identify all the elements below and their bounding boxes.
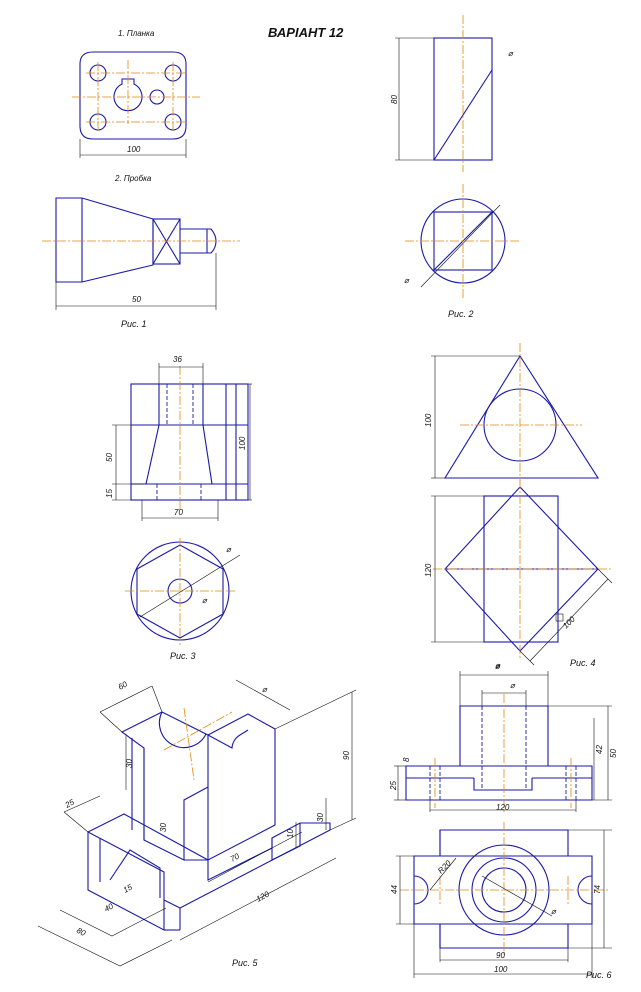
dim-label: 70 (229, 851, 242, 863)
figure-caption: Рис. 3 (170, 651, 196, 661)
dim-label: 15 (105, 489, 114, 498)
dim-label: 90 (496, 951, 505, 960)
dim-label: 50 (105, 453, 114, 462)
figure-5: 60 ⌀ 30 30 90 25 15 40 80 120 70 10 30 Р… (37, 679, 357, 968)
dim-label: 80 (390, 95, 399, 104)
plank-keyway-hole (113, 78, 143, 112)
phi-icon: ⌀ (262, 685, 268, 694)
phi-icon: ⌀ (508, 49, 514, 58)
dim-label: 60 (117, 679, 130, 691)
dim-label: 30 (125, 759, 134, 768)
plank-outline (79, 51, 187, 140)
phi-icon: ⌀ (495, 661, 501, 670)
upright-face (184, 713, 276, 861)
dim-label: 25 (389, 781, 398, 791)
dim-label: 15 (122, 882, 135, 894)
dim-label: 50 (132, 295, 141, 304)
plank-label: 1. Планка (118, 29, 155, 38)
figure-4: 100 120 100 ⌀ Рис. 4 (424, 343, 613, 671)
dim-label: 30 (159, 823, 168, 832)
cone-cavity (145, 424, 213, 485)
sheet-title: ВАРІАНТ 12 (268, 25, 344, 40)
triangle (444, 354, 600, 479)
dim-label: 120 (496, 803, 510, 812)
front-view (405, 705, 593, 801)
dim-label: 90 (342, 751, 351, 760)
dim-label: 100 (494, 965, 508, 974)
dim-label: 42 (595, 745, 604, 754)
figure-3: 36 50 15 100 70 ⌀ ⌀ Рис. 3 (105, 355, 252, 661)
hexagon (136, 544, 224, 639)
dim-label: 100 (424, 413, 433, 427)
plug-label: 2. Пробка (114, 174, 152, 183)
cut-line (433, 69, 493, 161)
phi-icon: ⌀ (226, 545, 232, 554)
plug-outline (55, 197, 154, 283)
figure-caption: Рис. 4 (570, 658, 596, 668)
dim-label: 100 (238, 436, 247, 450)
top-view (413, 829, 593, 949)
figure-1: 1. Планка 100 2. Пробка 50 Рис. 1 (42, 29, 240, 329)
plug-square-head (152, 218, 181, 265)
dim-label: 36 (173, 355, 182, 364)
dim-label: 120 (424, 563, 433, 577)
figure-caption: Рис. 6 (586, 970, 612, 980)
dim-label: 25 (63, 797, 76, 810)
dim-label: 8 (402, 757, 411, 762)
dim-label: 44 (390, 885, 399, 894)
dim-label: R20 (436, 858, 453, 875)
phi-icon: ⌀ (202, 596, 208, 605)
dim-label: 10 (286, 829, 295, 838)
dim-label: 30 (316, 813, 325, 822)
figure-caption: Рис. 2 (448, 309, 474, 319)
figure-2: 80 ⌀ ⌀ Рис. 2 (390, 15, 520, 319)
base (87, 813, 331, 931)
dim-label: 50 (609, 749, 618, 758)
figure-6: ⌀ ⌀ 42 50 8 25 120 R20 ⌀ (389, 661, 618, 980)
phi-icon: ⌀ (551, 907, 557, 916)
front-view (130, 383, 249, 501)
figure-caption: Рис. 1 (121, 319, 147, 329)
dim-label: 80 (75, 926, 88, 938)
upright-block (120, 711, 209, 861)
phi-icon: ⌀ (404, 276, 410, 285)
dim-label: 74 (593, 885, 602, 894)
dim-label: 100 (561, 614, 577, 630)
phi-icon: ⌀ (510, 681, 516, 690)
phi-icon: ⌀ (495, 662, 501, 671)
dim-label: 70 (174, 508, 183, 517)
figure-caption: Рис. 5 (232, 958, 259, 968)
dim-label: 100 (127, 145, 141, 154)
dim-label: 120 (255, 889, 271, 903)
